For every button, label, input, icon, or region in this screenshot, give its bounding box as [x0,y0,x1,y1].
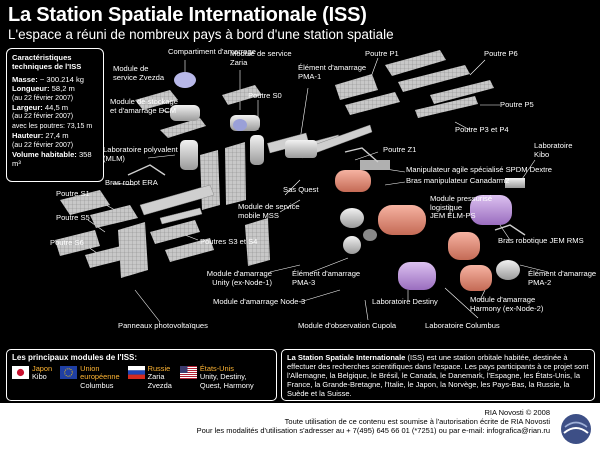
label-jem-ps: Module pressurisé logistique JEM ELM-PS [430,194,493,221]
label-pma2: Élément d'amarrage PMA-2 [528,269,597,287]
volume-value: 358 m³ [12,150,92,169]
label-cupola: Module d'observation Cupola [298,321,397,330]
label-service-zvezda: Module de service Zvezda [113,64,165,82]
specs-heading: Caractéristiques [12,53,72,62]
label-poutre-s5: Poutre S5 [56,213,90,222]
label-poutre-s1: Poutre S1 [56,189,90,198]
label-panneaux: Panneaux photovoltaïques [118,321,208,330]
description-bold: La Station Spatiale Internationale [287,353,406,362]
label-poutre-p6: Poutre P6 [484,49,518,58]
japan-flag-icon [12,366,29,379]
label-poutre-s3s4: Poutres S3 et S4 [200,237,258,246]
country-name-russia: Russie [147,364,171,373]
solar-arrays [55,50,494,278]
footer-line-3: Pour les modalités d'utilisation s'adres… [196,426,550,435]
label-manip-dextre: Manipulateur agile spécialisé SPDM Dextr… [406,165,553,174]
label-pma3: Élément d'amarrage PMA-3 [292,269,361,287]
label-canadarm2: Bras manipulateur Canadarm2 [406,176,510,185]
width-label: Largeur: [12,103,43,113]
length-value: 58,2 m [49,84,75,94]
label-element-pma1: Élément d'amarrage PMA-1 [298,63,367,81]
label-harmony: Module d'amarrage Harmony (ex-Node-2) [470,295,544,313]
volume-label: Volume habitable: [12,150,77,160]
label-jem-rms: Bras robotique JEM RMS [498,236,584,245]
label-node3: Module d'amarrage Node-3 [213,297,306,306]
eu-flag-icon [60,366,78,379]
russia-flag-icon [127,366,145,379]
label-service-zaria: Module de service Zaria [230,49,292,67]
specs-box: Caractéristiques techniques de l'ISS Mas… [6,48,104,182]
length-date: (au 22 février 2007) [12,94,74,102]
country-modules-usa: Unity, Destiny, Quest, Harmony [199,372,254,390]
height-value: 27,4 m [43,131,69,141]
label-poutre-p1: Poutre P1 [365,49,399,58]
label-bras-era: Bras robot ERA [105,178,158,187]
length-label: Longueur: [12,84,50,94]
modules-heading: Les principaux modules de l'ISS: [12,353,138,362]
label-poutre-z1: Poutre Z1 [383,145,417,154]
label-labo-mlm: Laboratoire polyvalent (MLM) [103,145,178,163]
country-name-japan: Japon [32,364,53,373]
country-modules-japan: Kibo [32,372,47,382]
ria-globe-logo-icon [561,414,591,444]
label-poutre-s0: Poutre S0 [248,91,282,100]
description-box: La Station Spatiale Internationale (ISS)… [281,349,595,401]
label-service-mss: Module de service mobile MSS [238,202,300,220]
country-modules-russia: Zaria Zvezda [147,372,172,390]
width-note: avec les poutres: 73,15 m [12,122,93,130]
width-value: 44,5 m [42,103,69,113]
height-date: (au 22 février 2007) [12,141,74,149]
label-laboratoire-kibo: Laboratoire Kibo [534,141,573,159]
us-segment [285,140,525,291]
description-text: (ISS) est une station orbitale habitée, … [287,353,589,398]
label-stockage-dcm: Module de stockage et d'amarrage DCM [110,97,178,115]
mass-value: ~ 300.214 kg [37,74,84,84]
height-label: Hauteur: [12,131,44,141]
footer: RIA Novosti © 2008 Toute utilisation de … [0,403,600,455]
usa-flag-icon [179,366,197,379]
robotic-arms [127,147,526,236]
label-sas-quest: Sas Quest [283,185,319,194]
russian-segment [170,72,264,170]
specs-heading-2: techniques de l'ISS [12,62,82,72]
label-destiny: Laboratoire Destiny [372,297,438,306]
width-date: (au 22 février 2007) [12,113,74,121]
page-title: La Station Spatiale Internationale (ISS) [8,4,367,26]
label-poutre-s6: Poutre S6 [50,238,84,247]
label-poutre-p5: Poutre P5 [500,100,534,109]
footer-line-2: Toute utilisation de ce contenu est soum… [284,417,550,426]
label-columbus: Laboratoire Columbus [425,321,500,330]
country-name-eu: Union européenne [80,364,120,382]
footer-line-1: RIA Novosti © 2008 [484,408,550,417]
page-subtitle: L'espace a réuni de nombreux pays à bord… [8,27,394,42]
mass-label: Masse: [12,74,38,84]
label-compartiment: Compartiment d'amarrage [168,47,256,56]
label-poutre-p3p4: Poutre P3 et P4 [455,125,509,134]
label-unity: Module d'amarrage Unity (ex-Node-1) [206,269,272,287]
iss-diagram [55,50,549,323]
country-modules-eu: Columbus [80,380,114,390]
country-name-usa: États-Unis [199,364,234,373]
